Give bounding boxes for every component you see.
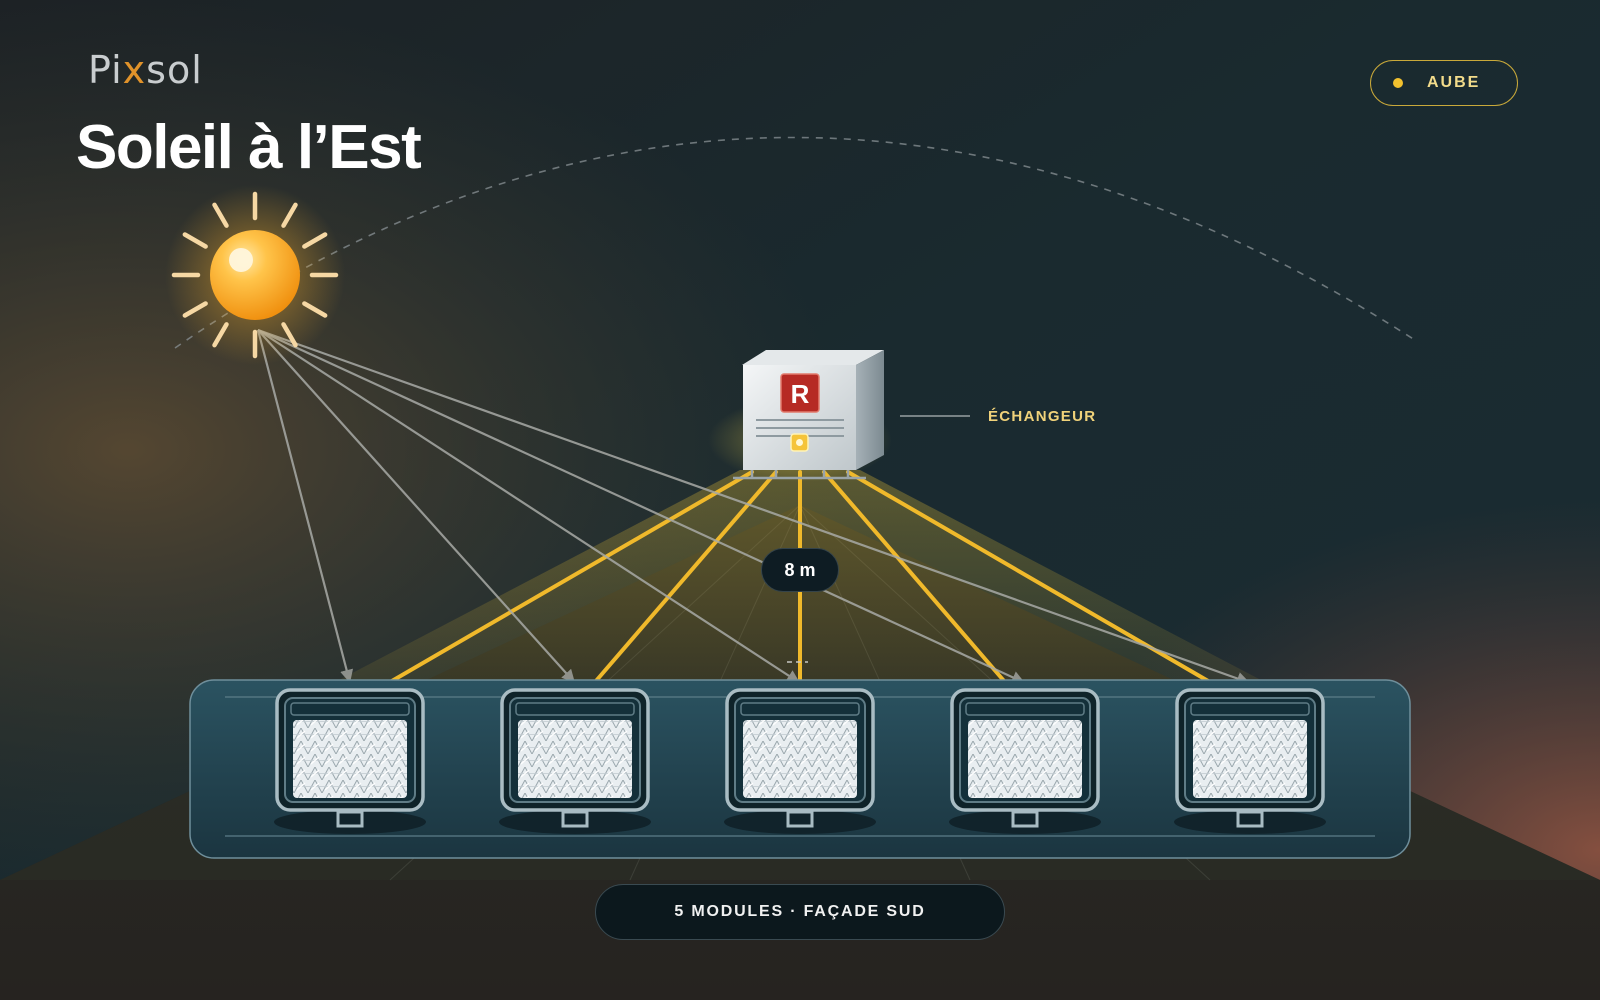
- sun-ray-tick: [212, 202, 229, 228]
- brand-prefix: Pi: [88, 48, 123, 92]
- exchanger-badge-letter: R: [791, 379, 810, 409]
- brand-suffix: sol: [146, 48, 203, 92]
- sun-ray-tick: [302, 232, 328, 249]
- reflected-beam: [822, 470, 1010, 687]
- sun-ray-tick: [212, 322, 229, 348]
- solar-modules: [274, 688, 1326, 834]
- incident-ray: [257, 328, 1251, 685]
- sun-icon: [165, 185, 345, 365]
- sun-ray-tick: [281, 202, 298, 228]
- sun-ray-tick: [302, 301, 328, 318]
- sun-ray-tick: [182, 232, 208, 249]
- page-title: Soleil à l’Est: [76, 113, 422, 182]
- solar-module-icon: [274, 688, 426, 834]
- sun-rays: [256, 328, 1251, 685]
- sun-ray-tick: [281, 322, 298, 348]
- module-summary: 5 MODULES · FAÇADE SUD: [595, 884, 1005, 940]
- exchanger-label: ÉCHANGEUR: [988, 408, 1097, 425]
- brand-x: x: [122, 48, 147, 92]
- solar-module-icon: [499, 688, 651, 834]
- phase-badge: AUBE: [1370, 60, 1518, 106]
- distance-label: 8 m: [761, 548, 839, 592]
- reflected-beam: [590, 470, 778, 687]
- brand-logo: Pixsol: [88, 48, 203, 92]
- sun-path-arc: [174, 136, 1419, 349]
- exchanger-badge: [780, 373, 820, 413]
- phase-label: AUBE: [1427, 74, 1481, 91]
- incident-ray: [257, 329, 801, 684]
- incident-ray: [257, 329, 1026, 684]
- phase-dot: [1393, 78, 1403, 88]
- solar-module-icon: [1174, 688, 1326, 834]
- exchanger-box-icon: R: [708, 350, 892, 482]
- reflected-beam: [383, 470, 754, 687]
- solar-module-icon: [949, 688, 1101, 834]
- solar-module-icon: [724, 688, 876, 834]
- incident-ray: [256, 329, 354, 684]
- sun-ray-tick: [182, 301, 208, 318]
- incident-ray: [257, 329, 576, 684]
